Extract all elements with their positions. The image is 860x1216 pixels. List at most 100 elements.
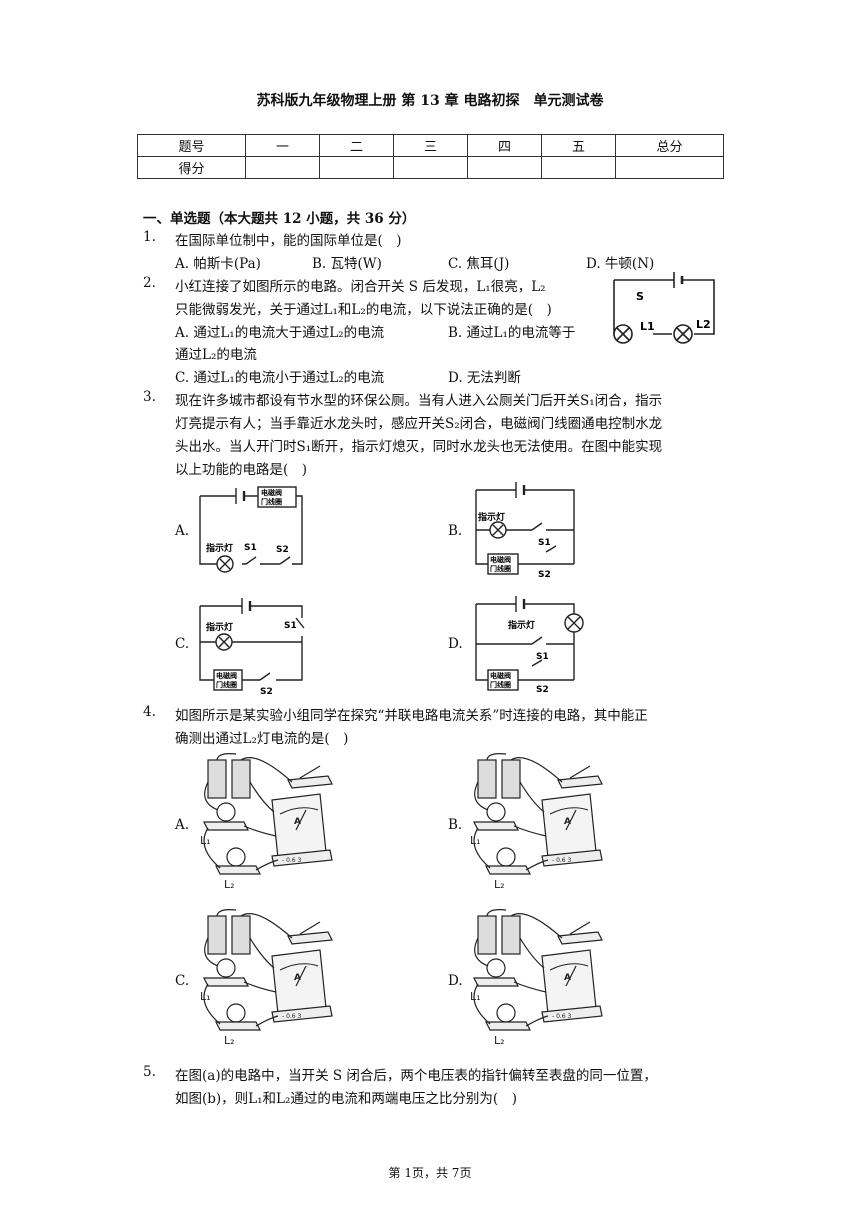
option-a[interactable]: A. (175, 817, 190, 833)
bulb-icon (486, 802, 506, 822)
valve-label: 门线圈 (490, 564, 511, 573)
table-cell: 一 (245, 134, 320, 157)
switch-label: S2 (260, 687, 273, 696)
table-cell: 五 (541, 134, 616, 157)
ammeter-scale-icon (279, 963, 319, 971)
q4-apparatus-c: L₁ L₂ A - 0.6 3 (200, 909, 333, 1047)
switch-lever-icon (569, 765, 591, 779)
bulb-base-icon (485, 1021, 531, 1031)
switch-label: S1 (284, 621, 297, 631)
option-d[interactable]: D. 牛顿(N) (586, 256, 655, 272)
bulb-icon (226, 847, 246, 867)
option-c[interactable]: C. (175, 636, 190, 652)
switch-icon (287, 775, 333, 789)
ammeter-scale-icon (279, 807, 319, 815)
valve-label: 门线圈 (261, 497, 282, 506)
score-input-cell[interactable] (541, 156, 616, 179)
ammeter-label: A (294, 973, 301, 983)
score-input-cell[interactable] (319, 156, 394, 179)
wire (203, 753, 293, 871)
ammeter-terminal-label: - 0.6 3 (282, 857, 302, 864)
lamp-label: 指示灯 (508, 619, 535, 631)
question-number: 1. (143, 229, 156, 245)
option-d[interactable]: D. (448, 636, 463, 652)
q3-circuit-c: 指示灯 S1 S2 电磁阀 门线圈 (199, 598, 305, 696)
score-input-cell[interactable] (615, 156, 724, 179)
battery-icon (231, 915, 251, 955)
ammeter-scale-icon (549, 963, 589, 971)
question-stem: 小红连接了如图所示的电路。闭合开关 S 后发现，L₁很亮，L₂ (175, 279, 546, 295)
question-stem: 确测出通过L₂灯电流的是( ) (175, 731, 349, 747)
table-cell: 题号 (137, 134, 246, 157)
bulb-base-icon (215, 865, 261, 875)
option-a[interactable]: A. (175, 523, 190, 539)
table-cell: 得分 (137, 156, 246, 179)
bulb-base-icon (203, 977, 249, 987)
bulb-icon (496, 847, 516, 867)
switch-label: S (636, 290, 644, 303)
lamp-label: L2 (696, 318, 711, 331)
option-c[interactable]: C. 通过L₁的电流小于通过L₂的电流 (175, 370, 385, 386)
score-input-cell[interactable] (467, 156, 542, 179)
valve-label: 电磁阀 (216, 671, 237, 680)
apparatus-group (203, 909, 333, 1031)
table-cell: 三 (393, 134, 468, 157)
q3-circuit-d: 指示灯 S1 S2 电磁阀 门线圈 (475, 596, 584, 695)
lamp-label: L₂ (224, 1034, 235, 1047)
score-input-cell[interactable] (393, 156, 468, 179)
q3-circuit-a: 电磁阀 门线圈 指示灯 S1 S2 (199, 486, 303, 573)
ammeter-label: A (564, 817, 571, 827)
question-stem: 在国际单位制中，能的国际单位是( ) (175, 233, 402, 249)
lamp-label: L₂ (494, 878, 505, 891)
ammeter-base-icon (541, 1005, 603, 1023)
option-b-continued: 通过L₂的电流 (175, 347, 257, 363)
score-input-cell[interactable] (245, 156, 320, 179)
battery-icon (477, 759, 497, 799)
option-a[interactable]: A. 帕斯卡(Pa) (175, 256, 261, 272)
table-row: 得分 (137, 156, 724, 179)
wire (473, 909, 563, 1027)
question-stem: 如图所示是某实验小组同学在探究“并联电路电流关系”时连接的电路，其中能正 (175, 708, 648, 724)
option-a[interactable]: A. 通过L₁的电流大于通过L₂的电流 (175, 325, 385, 341)
battery-icon (231, 759, 251, 799)
question-stem: 如图(b)，则L₁和L₂通过的电流和两端电压之比分别为( ) (175, 1091, 517, 1107)
valve-label: 门线圈 (490, 680, 511, 689)
valve-label: 电磁阀 (261, 488, 282, 497)
battery-icon (207, 759, 227, 799)
ammeter-needle-icon (565, 809, 577, 831)
switch-label: S1 (244, 543, 257, 553)
option-d[interactable]: D. (448, 973, 463, 989)
score-table: 题号 一 二 三 四 五 总分 得分 (137, 134, 724, 179)
question-number: 2. (143, 275, 156, 291)
ammeter-base-icon (271, 849, 333, 867)
option-b[interactable]: B. 通过L₁的电流等于 (448, 325, 576, 341)
battery-icon (477, 915, 497, 955)
lamp-label: L₁ (470, 990, 481, 1003)
switch-icon (287, 931, 333, 945)
option-b[interactable]: B. (448, 523, 463, 539)
option-b[interactable]: B. (448, 817, 463, 833)
switch-lever-icon (299, 765, 321, 779)
ammeter-needle-icon (565, 965, 577, 987)
switch-icon (557, 931, 603, 945)
ammeter-terminal-label: - 0.6 3 (282, 1013, 302, 1020)
option-d[interactable]: D. 无法判断 (448, 370, 521, 386)
option-c[interactable]: C. 焦耳(J) (448, 256, 510, 272)
table-cell: 总分 (615, 134, 724, 157)
question-stem: 只能微弱发光，关于通过L₁和L₂的电流，以下说法正确的是( ) (175, 302, 552, 318)
option-b[interactable]: B. 瓦特(W) (312, 256, 382, 272)
ammeter-terminal-label: - 0.6 3 (552, 857, 572, 864)
lamp-label: L₁ (200, 990, 211, 1003)
option-c[interactable]: C. (175, 973, 190, 989)
ammeter-scale-icon (549, 807, 589, 815)
question-number: 5. (143, 1064, 156, 1080)
switch-label: S2 (538, 570, 551, 580)
bulb-base-icon (485, 865, 531, 875)
question-stem: 头出水。当人开门时S₁断开，指示灯熄灭，同时水龙头也无法使用。在图中能实现 (175, 439, 663, 455)
question-number: 3. (143, 389, 156, 405)
lamp-label: 指示灯 (206, 542, 233, 554)
battery-icon (501, 759, 521, 799)
